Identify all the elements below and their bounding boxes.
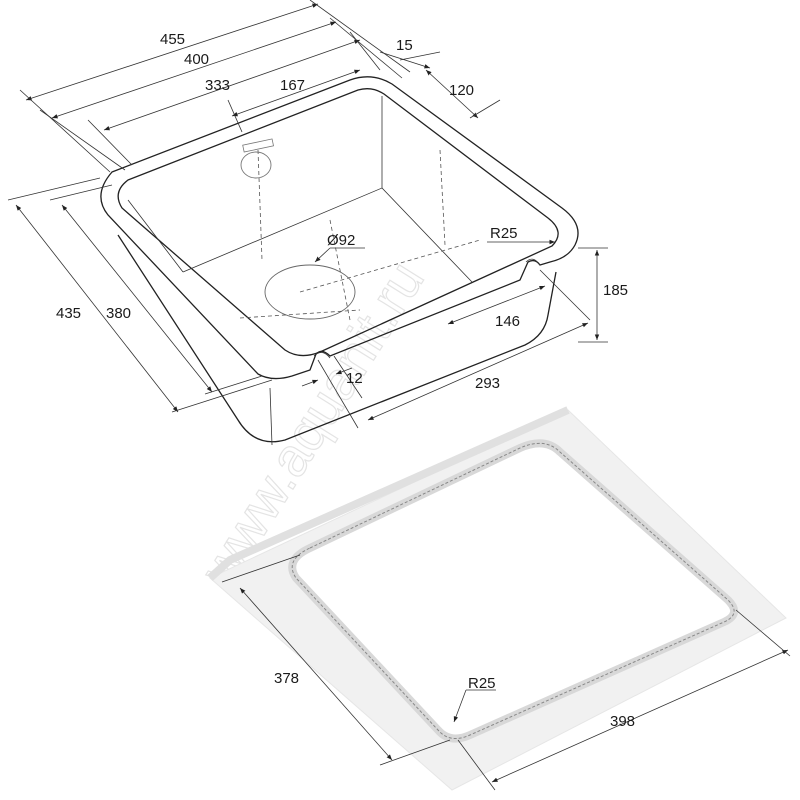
dimension-lines: [7, 0, 791, 791]
dim-clip-span: 146: [495, 313, 520, 330]
dim-height: 185: [603, 282, 628, 299]
dim-bowl-width: 333: [205, 77, 230, 94]
dim-rim-depth-offset: 120: [449, 82, 474, 99]
dim-clip-width: 12: [346, 370, 363, 387]
overflow-hole: [240, 151, 272, 179]
dimension-labels: 455 400 333 167 15 120 435 380 Ø92 R25 1…: [56, 31, 635, 730]
dim-overall-width: 455: [160, 31, 185, 48]
dim-bowl-depth: 380: [106, 305, 131, 322]
dim-cutout-width: 398: [610, 713, 635, 730]
dim-drain-diameter: Ø92: [327, 232, 355, 249]
dim-corner-radius: R25: [490, 225, 518, 242]
dim-half-width: 167: [280, 77, 305, 94]
dim-base-length: 293: [475, 375, 500, 392]
dim-rim-width: 400: [184, 51, 209, 68]
dim-cutout-depth: 378: [274, 670, 299, 687]
dim-rim-offset: 15: [396, 37, 413, 54]
dim-cutout-radius: R25: [468, 675, 496, 692]
dim-overall-depth: 435: [56, 305, 81, 322]
logo: [242, 138, 274, 153]
drain-hole: [264, 264, 356, 320]
